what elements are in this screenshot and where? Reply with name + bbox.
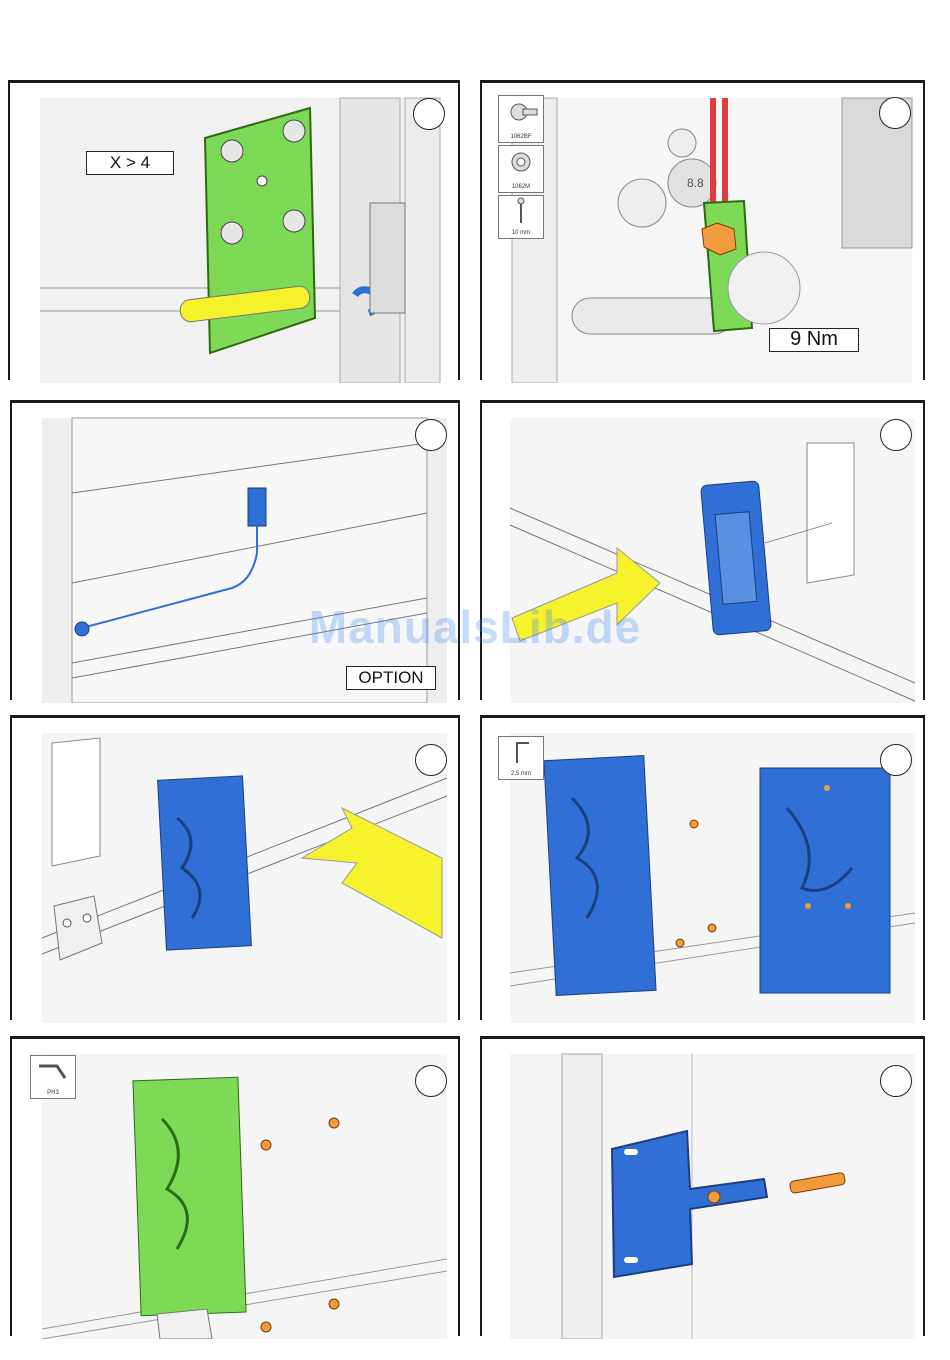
tool-icon-1062m: 1062M	[498, 145, 544, 193]
step-number-circle	[880, 419, 912, 451]
torque-label: 9 Nm	[769, 328, 859, 352]
tool-label-1062m: 1062M	[499, 184, 543, 190]
illustration-hinge-bracket	[10, 83, 462, 383]
step-number-circle	[415, 419, 447, 451]
step-number-circle	[880, 744, 912, 776]
tool-icon-hex-key: 2,5 mm	[498, 736, 544, 780]
step-panel-4	[480, 400, 925, 700]
illustration-handle-insert	[482, 403, 927, 703]
step-panel-6: 2,5 mm	[480, 715, 925, 1020]
illustration-door-cable-routing	[12, 403, 462, 703]
tool-label-1062bf: 1062BF	[499, 134, 543, 140]
illustration-lock-screws	[482, 718, 927, 1023]
illustration-lock-insert	[12, 718, 462, 1023]
step-panel-5	[10, 715, 460, 1020]
step-number-circle	[880, 1065, 912, 1097]
step-panel-2: 8.8 1062BF 1062M 10 mm 9 Nm	[480, 80, 925, 380]
step-number-circle	[413, 98, 445, 130]
step-number-circle	[879, 97, 911, 129]
step-panel-1: X > 4	[8, 80, 460, 380]
svg-text:8.8: 8.8	[687, 176, 704, 190]
step-panel-3: OPTION	[10, 400, 460, 700]
illustration-bracket-bolt	[482, 1039, 927, 1339]
step-number-circle	[415, 744, 447, 776]
clearance-label: X > 4	[86, 151, 174, 175]
step-panel-8	[480, 1036, 925, 1336]
tool-label-10mm: 10 mm	[499, 230, 543, 236]
tool-label-screwdriver: PH3	[31, 1090, 75, 1096]
illustration-lock-fastening	[12, 1039, 462, 1339]
tool-icon-screwdriver: PH3	[30, 1055, 76, 1099]
tool-label-hex-key: 2,5 mm	[499, 771, 543, 777]
step-number-circle	[415, 1065, 447, 1097]
tool-icon-10mm: 10 mm	[498, 195, 544, 239]
tool-icon-1062bf: 1062BF	[498, 95, 544, 143]
watermark: ManualsLib.de	[0, 600, 950, 654]
illustration-cable-attachment: 8.8	[482, 83, 927, 383]
option-label: OPTION	[346, 666, 436, 690]
step-panel-7: PH3	[10, 1036, 460, 1336]
